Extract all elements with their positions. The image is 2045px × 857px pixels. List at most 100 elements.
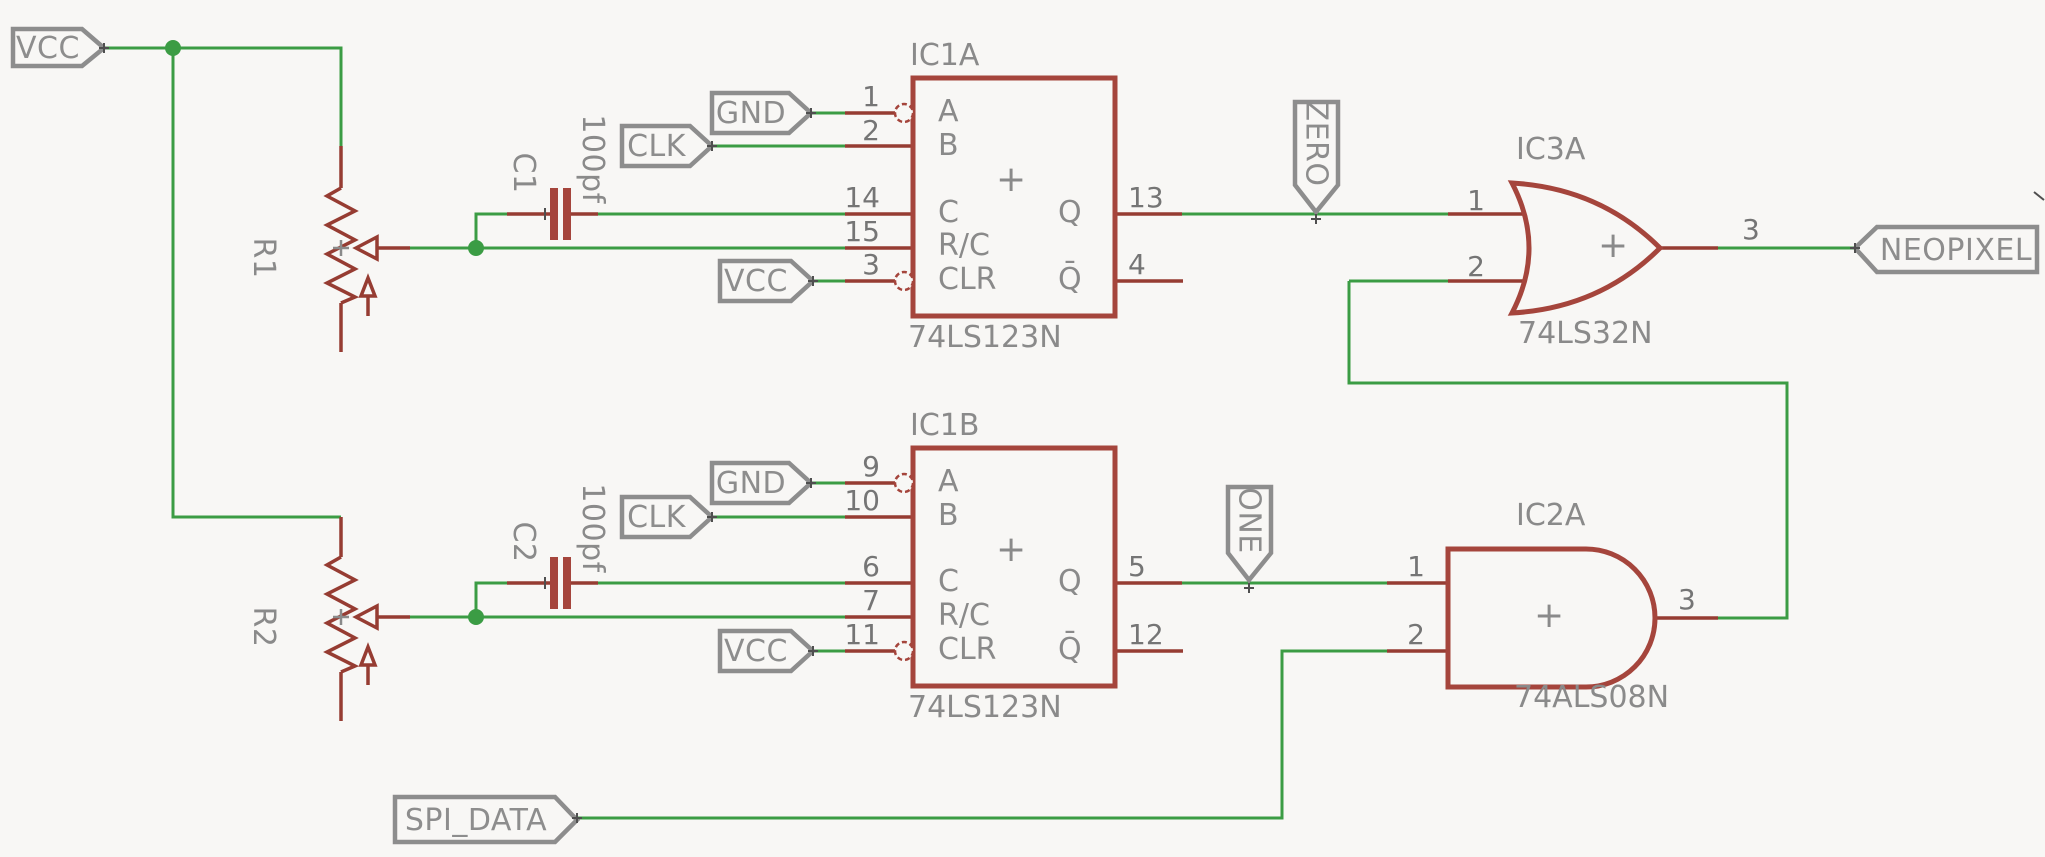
vcc1-flag-shape[interactable] bbox=[717, 258, 817, 304]
wire-c2-branch[interactable] bbox=[474, 581, 507, 617]
wire-feedback[interactable] bbox=[1347, 281, 1789, 620]
vcc-top-flag-shape[interactable] bbox=[10, 26, 108, 69]
spi-data-flag-label[interactable]: SPI_DATA bbox=[404, 802, 548, 838]
ic2a-and-gate-body[interactable] bbox=[1445, 546, 1658, 690]
vcc1-flag-label[interactable]: VCC bbox=[724, 264, 788, 299]
ic1a-pin-label-q: Q bbox=[1058, 195, 1082, 230]
ic1a-pin2-number: 2 bbox=[862, 114, 880, 147]
wire-vcc-rail[interactable] bbox=[171, 48, 341, 519]
bubble-ic1a-pin3 bbox=[893, 270, 915, 292]
ic3a-device: 74LS32N bbox=[1518, 316, 1653, 351]
ic1b-pin10-number: 10 bbox=[844, 484, 880, 517]
r1-ref-label: R1 bbox=[246, 237, 282, 279]
ic1b-body[interactable] bbox=[910, 445, 1118, 689]
ic1b-pin5-number: 5 bbox=[1128, 550, 1146, 583]
ic2a-ref: IC2A bbox=[1516, 498, 1586, 533]
ic2a-origin-cross: + bbox=[1534, 595, 1565, 636]
bubble-ic1b-pin9 bbox=[893, 472, 915, 494]
clk1-flag-label[interactable]: CLK bbox=[627, 129, 686, 164]
wire-c1-branch[interactable] bbox=[474, 212, 507, 248]
junction-dots bbox=[165, 40, 484, 625]
ic1b-pin-label-c: C bbox=[938, 564, 959, 599]
vcc-top-flag-label[interactable]: VCC bbox=[16, 30, 80, 66]
ic1a-pin14-number: 14 bbox=[844, 181, 880, 214]
ic1a-pin4-number: 4 bbox=[1128, 248, 1146, 281]
one-flag-shape[interactable] bbox=[1225, 484, 1274, 584]
wire-vcc-top[interactable] bbox=[104, 46, 343, 146]
ic3a-pin3-number: 3 bbox=[1742, 213, 1760, 246]
clk1-flag-shape[interactable] bbox=[619, 123, 716, 169]
ic1a-pin-label-clr: CLR bbox=[938, 262, 997, 297]
ic1a-pin3-number: 3 bbox=[862, 248, 880, 281]
bubble-ic1b-pin11 bbox=[893, 640, 915, 662]
ic1b-device: 74LS123N bbox=[908, 690, 1062, 725]
ic1a-pin-label-c: C bbox=[938, 195, 959, 230]
ic1b-ref: IC1B bbox=[910, 408, 980, 443]
ic1a-pin-label-rc: R/C bbox=[938, 228, 990, 263]
r2-ref-label: R2 bbox=[246, 606, 282, 648]
zero-flag-label[interactable]: ZERO bbox=[1298, 100, 1334, 187]
ic1b-pin-label-q: Q bbox=[1058, 564, 1082, 599]
wire-spi-data[interactable] bbox=[577, 649, 1387, 820]
wire-end-ticks bbox=[99, 43, 2045, 823]
ic1b-pin-label-a: A bbox=[938, 464, 959, 499]
ic1a-device: 74LS123N bbox=[908, 320, 1062, 355]
vcc2-flag-shape[interactable] bbox=[717, 628, 817, 674]
bubble-ic1a-pin1 bbox=[893, 102, 915, 124]
gnd1-flag-shape[interactable] bbox=[709, 90, 815, 136]
ic1a-pin15-number: 15 bbox=[844, 215, 880, 248]
ic1b-pin-label-qbar: Q̄ bbox=[1058, 632, 1082, 667]
r2-wiper-arrow[interactable] bbox=[352, 603, 379, 631]
gnd2-flag-shape[interactable] bbox=[709, 460, 815, 506]
ic1b-pin9-number: 9 bbox=[862, 450, 880, 483]
ic3a-origin-cross: + bbox=[1598, 225, 1629, 266]
ic1a-pin-label-a: A bbox=[938, 94, 959, 129]
clk2-flag-label[interactable]: CLK bbox=[627, 500, 686, 535]
ic2a-pin2-number: 2 bbox=[1407, 618, 1425, 651]
junction-r1 bbox=[468, 240, 484, 256]
corner-artifact bbox=[2033, 191, 2045, 201]
ic1a-body[interactable] bbox=[910, 75, 1118, 319]
r2-potentiometer[interactable] bbox=[323, 517, 379, 721]
r2-wiper-cross bbox=[333, 609, 349, 625]
r1-wiper-cross bbox=[333, 240, 349, 256]
net-flag-outlines bbox=[10, 26, 2040, 845]
c2-ref-label: C2 bbox=[506, 521, 542, 563]
c1-capacitor[interactable] bbox=[550, 188, 571, 240]
inversion-bubbles bbox=[893, 102, 915, 662]
ic1a-ref: IC1A bbox=[910, 38, 980, 73]
ic2a-device: 74ALS08N bbox=[1514, 680, 1670, 715]
ic1a-pin-label-b: B bbox=[938, 128, 959, 163]
one-flag-label[interactable]: ONE bbox=[1231, 487, 1267, 554]
ic3a-or-gate-body[interactable] bbox=[1507, 180, 1664, 316]
ic3a-ref: IC3A bbox=[1516, 132, 1586, 167]
gnd1-flag-label[interactable]: GND bbox=[715, 96, 787, 131]
r1-wiper-arrow[interactable] bbox=[352, 234, 379, 262]
junction-vcc bbox=[165, 40, 181, 56]
c1-value-label: 100pf bbox=[575, 114, 611, 204]
c2-value-label: 100pf bbox=[575, 483, 611, 573]
ic1a-origin-cross: + bbox=[996, 159, 1027, 200]
ic1a-pin-label-qbar: Q̄ bbox=[1058, 262, 1082, 297]
vcc2-flag-label[interactable]: VCC bbox=[724, 634, 788, 669]
ic1a-pin1-number: 1 bbox=[862, 80, 880, 113]
neopixel-flag-shape[interactable] bbox=[1851, 224, 2040, 275]
ic1b-pin7-number: 7 bbox=[862, 584, 880, 617]
r1-adjust-head bbox=[358, 273, 378, 298]
r2-adjust-head bbox=[358, 642, 378, 667]
spi-data-flag-shape[interactable] bbox=[392, 794, 581, 845]
ic1b-pin-label-rc: R/C bbox=[938, 598, 990, 633]
neopixel-flag-label[interactable]: NEOPIXEL bbox=[1879, 232, 2033, 268]
ic1a-pin13-number: 13 bbox=[1128, 181, 1164, 214]
clk2-flag-shape[interactable] bbox=[619, 494, 716, 540]
gnd2-flag-label[interactable]: GND bbox=[715, 466, 787, 501]
ic1b-pin11-number: 11 bbox=[844, 618, 880, 651]
ic3a-pin2-number: 2 bbox=[1467, 250, 1485, 283]
pin-stubs[interactable] bbox=[377, 111, 1718, 653]
zero-flag-shape[interactable] bbox=[1292, 99, 1341, 216]
c2-capacitor[interactable] bbox=[550, 557, 571, 609]
ic3a-pin1-number: 1 bbox=[1467, 184, 1485, 217]
ic1b-origin-cross: + bbox=[996, 529, 1027, 570]
ic2a-pin1-number: 1 bbox=[1407, 550, 1425, 583]
